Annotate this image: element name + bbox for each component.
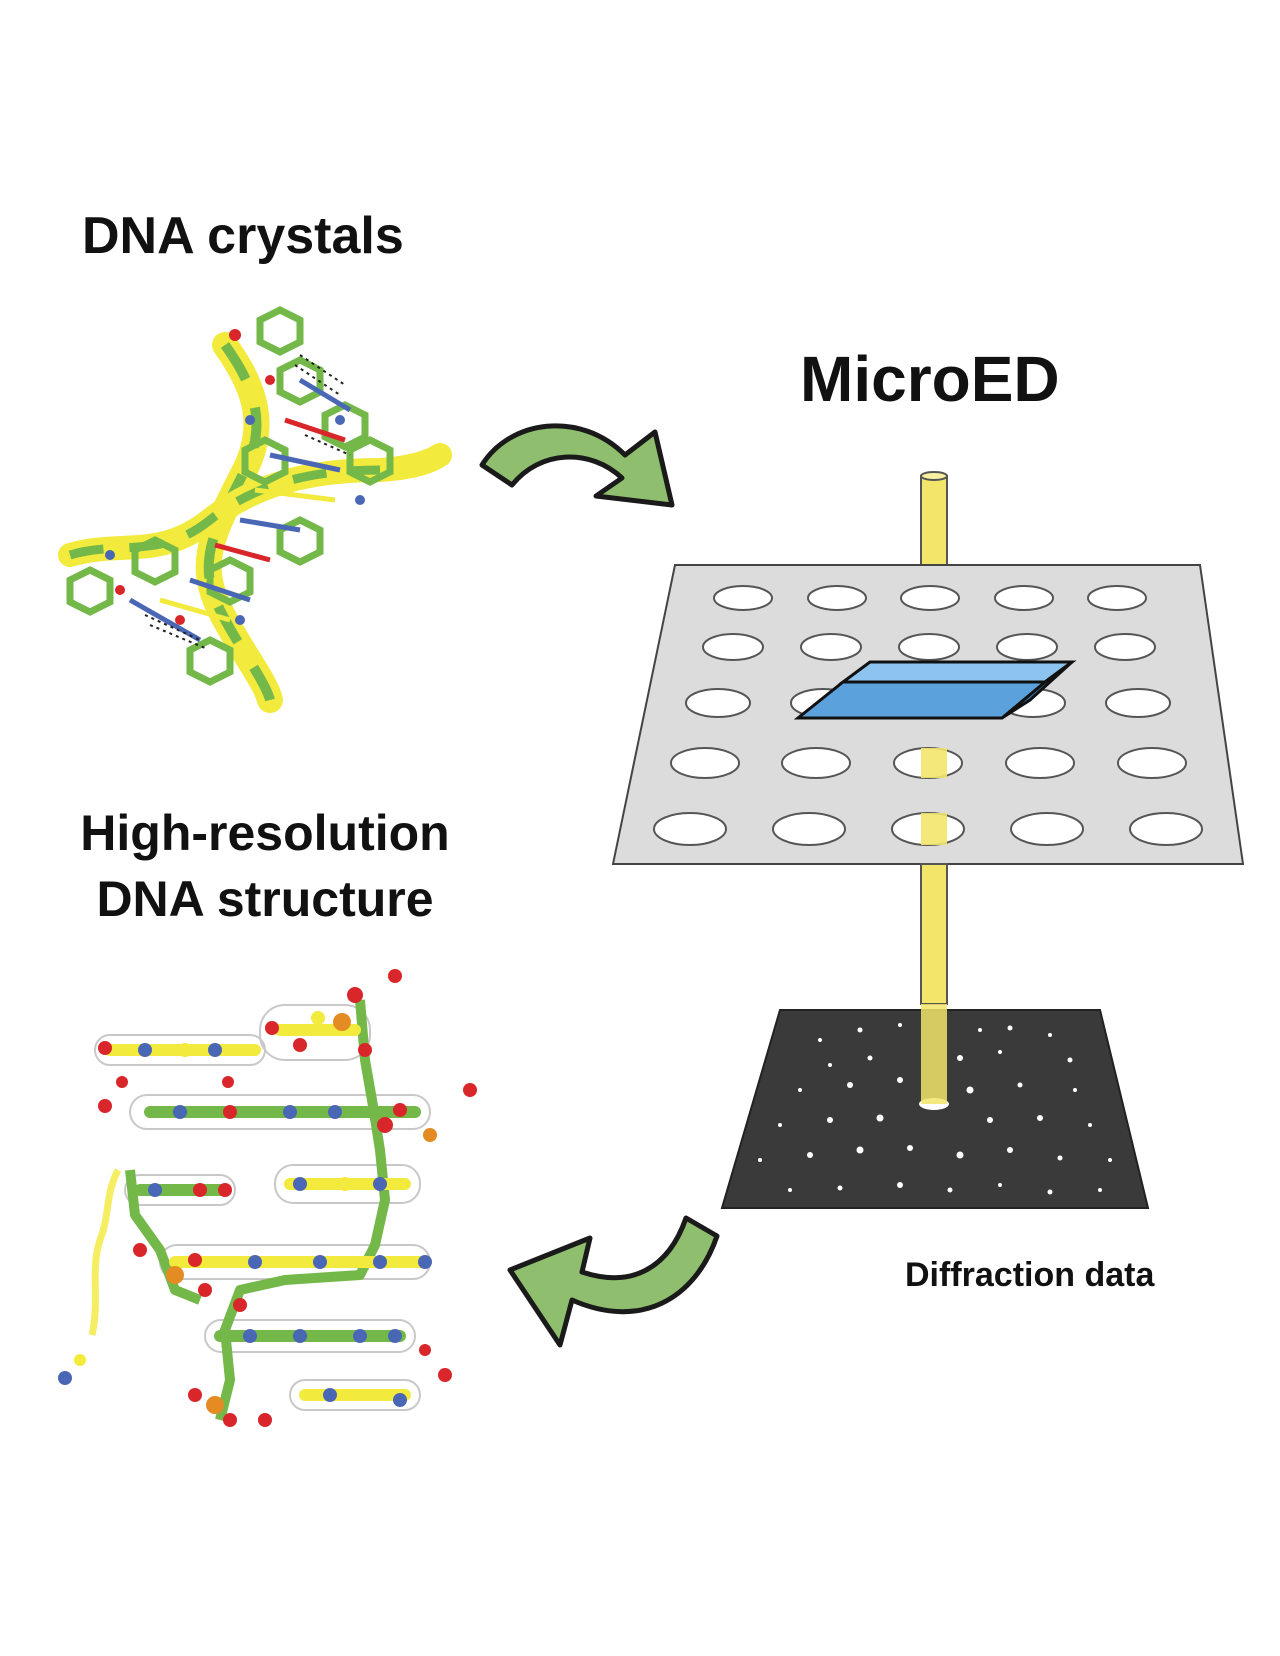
structure-backbone [215, 999, 390, 1422]
dna-base-rings [66, 306, 394, 686]
high-resolution-label-line1: High-resolution [80, 805, 450, 861]
dna-hydrogen-bonds [144, 354, 351, 649]
dna-base-pair-rungs [128, 377, 352, 643]
high-resolution-structure-label: High-resolution DNA structure [50, 800, 480, 932]
dna-crystal-structure-image [58, 306, 452, 713]
dna-crystal-atoms [105, 329, 365, 625]
dna-backbone-ribbon-2-stripe [68, 465, 381, 560]
diffraction-data-label: Diffraction data [905, 1256, 1155, 1294]
microed-label: MicroED [800, 343, 1060, 415]
dna-crystals-label: DNA crystals [82, 207, 404, 265]
electron-beam-bottom [920, 863, 948, 1005]
curved-arrow-icon [507, 1215, 720, 1348]
structure-atoms [58, 969, 477, 1427]
curved-arrow-icon [479, 423, 675, 508]
diffraction-spots [758, 1023, 1112, 1195]
high-resolution-label-line2: DNA structure [96, 871, 434, 927]
dna-backbone-ribbon [195, 332, 283, 713]
diffraction-detector [720, 1004, 1150, 1209]
sample-grid [611, 564, 1245, 865]
dna-microcrystal [793, 660, 1077, 720]
high-resolution-dna-structure-image [58, 969, 477, 1427]
